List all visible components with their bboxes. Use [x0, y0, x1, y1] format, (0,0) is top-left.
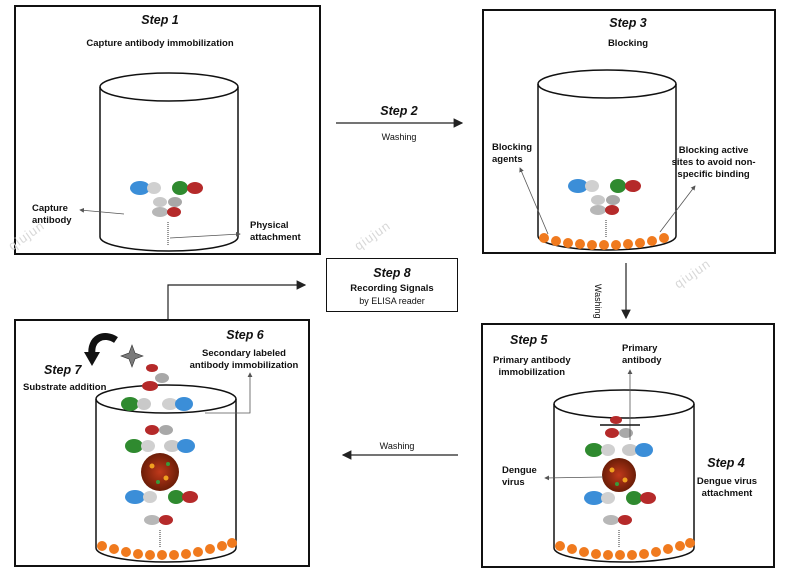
step6-panel	[14, 319, 310, 567]
flow-arrow-step6-to-step8	[167, 280, 307, 319]
washing-bottom-label: Washing	[379, 441, 415, 451]
step8-title: Step 8	[373, 266, 411, 280]
blocking-beads-step6	[97, 538, 237, 560]
sandwich-complex-step6	[121, 364, 198, 548]
arrow-physical-attachment	[169, 231, 241, 239]
step5-title: Step 5	[510, 333, 548, 347]
blocking-beads-step4	[555, 538, 695, 560]
curved-arrow-icon	[84, 333, 118, 366]
tube-step3	[537, 69, 677, 251]
step8-box	[326, 258, 458, 312]
arrow-secondary-antibody	[205, 372, 253, 414]
capture-antibody-step3	[568, 179, 641, 238]
step4-title: Step 4	[707, 456, 745, 470]
sandwich-complex-step4	[584, 416, 656, 548]
arrow-dengue-virus	[544, 475, 604, 481]
arrow-blocking-agents	[519, 167, 549, 235]
step2-subtitle: Washing	[381, 132, 417, 142]
arrow-capture-antibody	[79, 207, 125, 215]
capture-antibody-step1	[130, 181, 203, 246]
tube-step1	[99, 72, 239, 252]
step6-title: Step 6	[226, 328, 264, 342]
tube-step6	[95, 384, 237, 563]
arrow-blocking-sites	[659, 185, 696, 233]
blocking-beads-step3	[539, 233, 669, 250]
step2-title: Step 2	[380, 104, 418, 118]
step7-subtitle: Substrate addition	[23, 382, 107, 393]
washing-vertical-label: Washing	[593, 284, 603, 319]
tube-step4	[553, 389, 695, 563]
step1-title: Step 1	[141, 13, 179, 27]
step7-title: Step 7	[44, 363, 82, 377]
enzyme-label-star-icon	[120, 344, 144, 368]
step8-line2: by ELISA reader	[359, 296, 425, 306]
step3-title: Step 3	[609, 16, 647, 30]
step3-panel	[482, 9, 776, 254]
step1-subtitle: Capture antibody immobilization	[86, 38, 234, 49]
step3-subtitle: Blocking	[607, 38, 649, 49]
step8-line1: Recording Signals	[350, 283, 434, 294]
